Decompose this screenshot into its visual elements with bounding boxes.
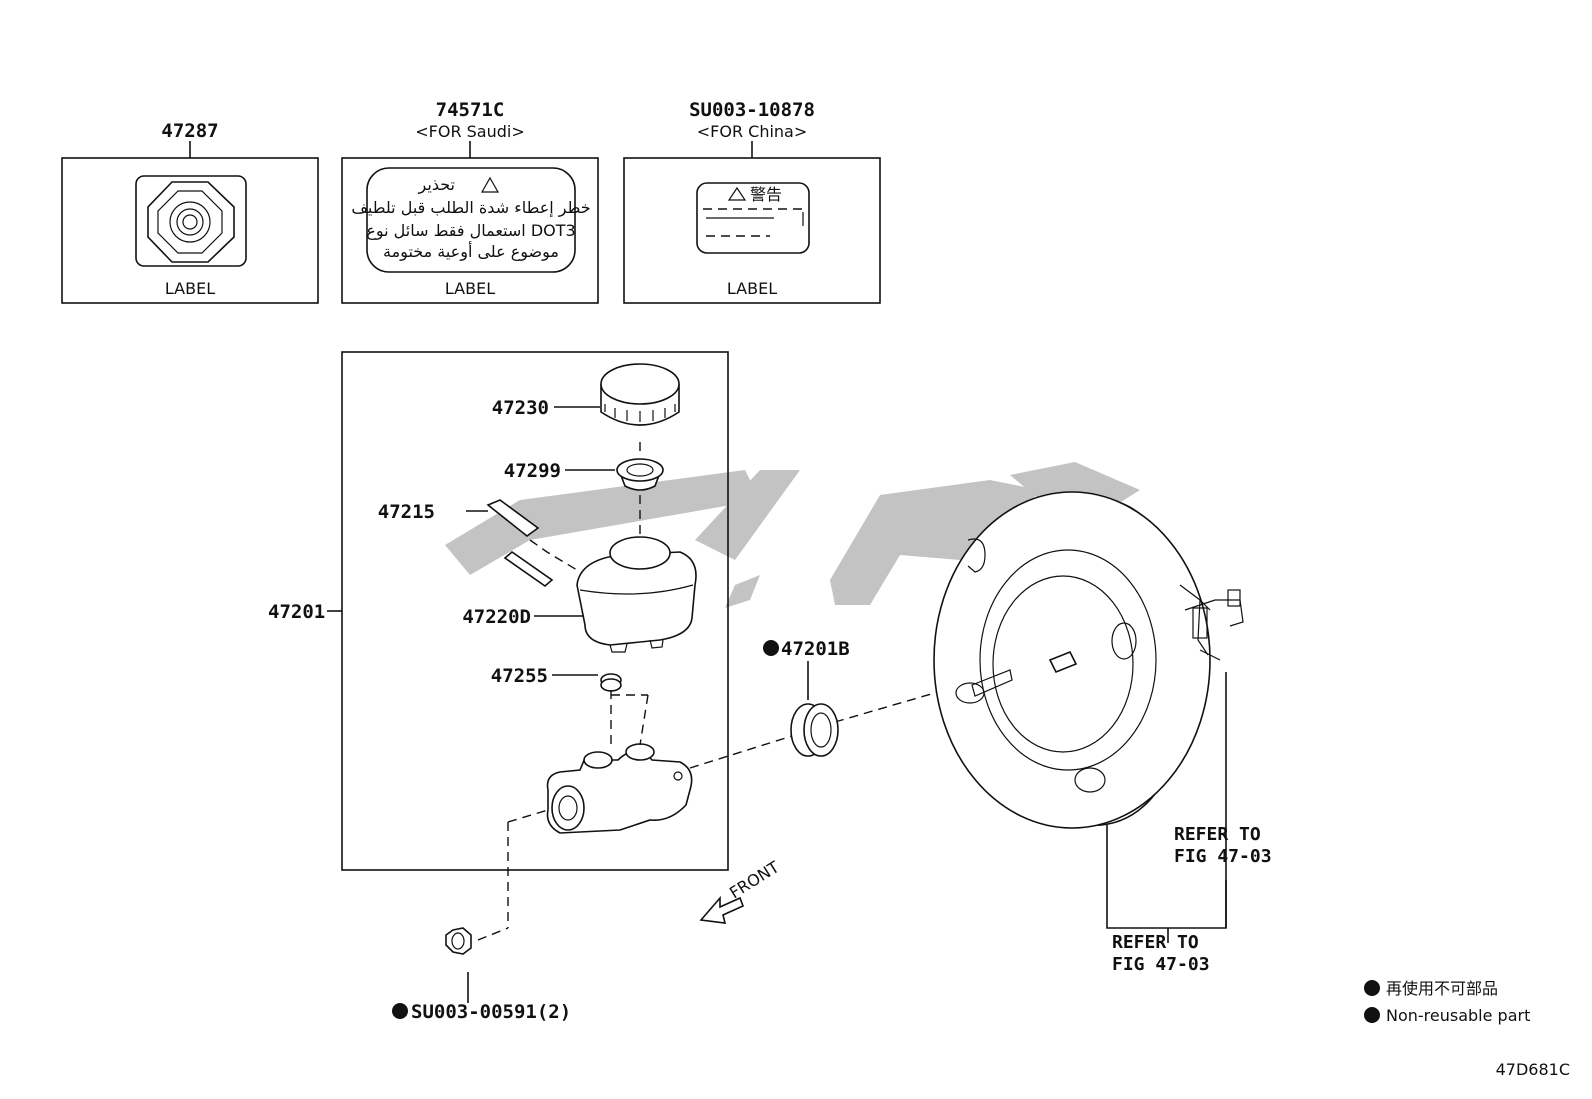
- warning-triangle-icon: [480, 176, 500, 193]
- master-cylinder: [546, 743, 693, 834]
- figure-id: 47D681C: [1496, 1060, 1570, 1079]
- brake-booster: [933, 491, 1244, 829]
- refer-text: REFER TO: [1174, 824, 1261, 845]
- reservoir-cap: [600, 363, 680, 426]
- part-number-47287: 47287: [161, 120, 218, 142]
- label-caption: LABEL: [445, 279, 495, 298]
- refer-text: FIG 47-03: [1174, 846, 1272, 867]
- part-number-su003-10878: SU003-10878: [689, 99, 815, 121]
- refer-text: FIG 47-03: [1112, 954, 1210, 975]
- nonreusable-bullet-icon: [763, 640, 779, 656]
- label-caption: LABEL: [165, 279, 215, 298]
- label-caption: LABEL: [727, 279, 777, 298]
- watermark-logo: [445, 462, 1140, 608]
- label-warning-text: 警告: [750, 185, 782, 204]
- refer-brackets: [1106, 672, 1227, 943]
- label-warning-text: تحذير: [418, 175, 455, 195]
- label-box-2: [341, 141, 599, 304]
- front-arrow-icon: [699, 895, 745, 924]
- label-box-3: [623, 141, 881, 304]
- label-box-1: [61, 141, 319, 304]
- flange-nut: [445, 927, 472, 955]
- legend-text: 再使用不可部品: [1386, 979, 1498, 998]
- leader-lines: [466, 406, 809, 1003]
- seal-ring: [790, 703, 839, 757]
- front-label: FRONT: [726, 857, 783, 902]
- part-number-47215: 47215: [378, 501, 435, 523]
- part-number-su003-00591: SU003-00591(2): [411, 1001, 571, 1023]
- part-number-47201b: 47201B: [781, 638, 850, 660]
- part-number-47255: 47255: [491, 665, 548, 687]
- grommet: [600, 673, 622, 692]
- assembly-dashes: [477, 442, 1049, 941]
- part-number-47201: 47201: [268, 601, 325, 623]
- part-number-74571c: 74571C: [436, 99, 505, 121]
- nonreusable-bullet-icon: [392, 1003, 408, 1019]
- legend-bullet-icon: [1364, 1007, 1380, 1023]
- label-warning-text: خطر إعطاء شدة الطلب قبل تلطيف: [351, 198, 590, 218]
- part-number-47299: 47299: [504, 460, 561, 482]
- legend-text: Non-reusable part: [1386, 1006, 1530, 1025]
- warning-triangle-icon: [727, 186, 747, 201]
- part-number-47230: 47230: [492, 397, 549, 419]
- filter-pieces: [486, 499, 554, 588]
- variant-note: <FOR China>: [697, 122, 808, 141]
- label-warning-text: استعمال فقط سائل نوع DOT3: [366, 221, 575, 241]
- label-warning-text: موضوع على أوعية مختومة: [383, 241, 559, 262]
- legend-bullet-icon: [1364, 980, 1380, 996]
- reservoir: [576, 536, 697, 653]
- part-number-47220d: 47220D: [462, 606, 531, 628]
- refer-text: REFER TO: [1112, 932, 1199, 953]
- assembly-box: [327, 351, 729, 871]
- variant-note: <FOR Saudi>: [415, 122, 525, 141]
- strainer: [616, 458, 664, 491]
